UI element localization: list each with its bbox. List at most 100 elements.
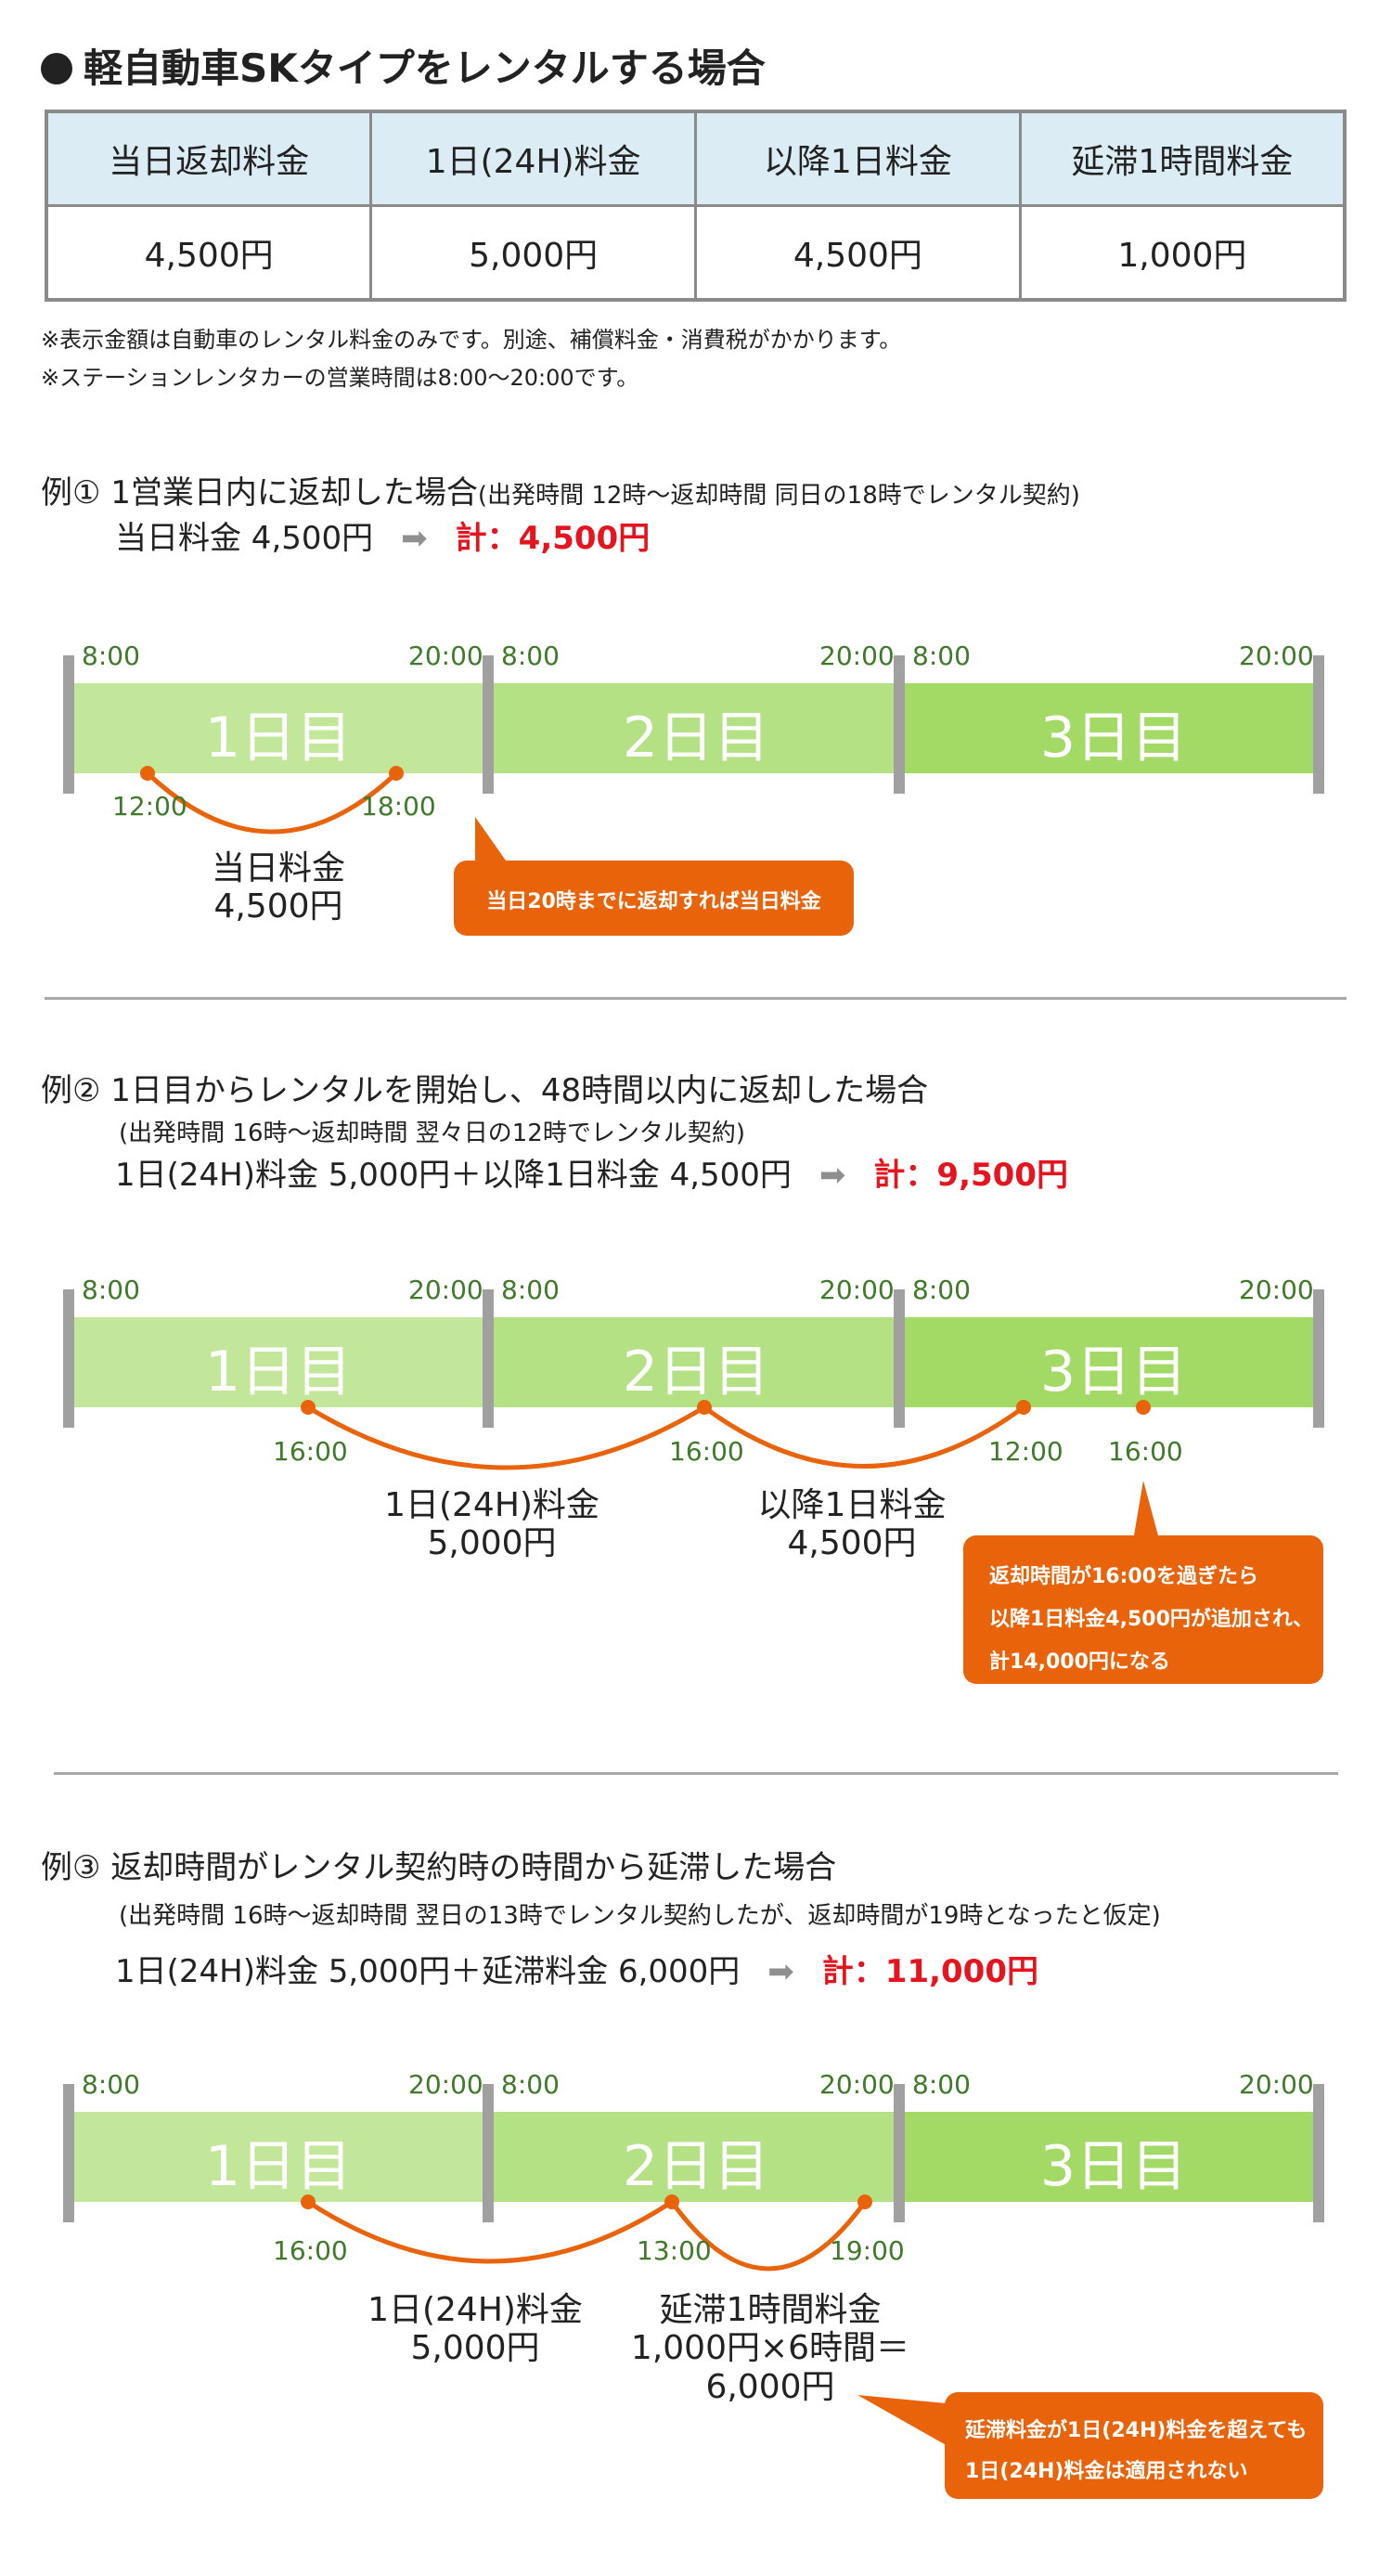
table-header: 1日(24H)料金 <box>369 110 697 207</box>
table-header: 以降1日料金 <box>694 110 1022 207</box>
fee-caption-line: 延滞1時間料金 <box>659 2291 882 2329</box>
open-time-label: 8:00 <box>501 1275 560 1305</box>
open-time-label: 8:00 <box>82 1275 140 1305</box>
rental-period-arc <box>306 1405 706 1470</box>
example2-subheading: (出発時間 16時〜返却時間 翌々日の12時でレンタル契約) <box>119 1120 745 1147</box>
example1-heading-text: 例① 1営業日内に返却した場合 <box>41 474 478 511</box>
close-time-label: 20:00 <box>819 1275 895 1305</box>
time-marker-dot <box>389 766 404 781</box>
table-cell: 4,500円 <box>45 204 373 302</box>
time-label: 19:00 <box>830 2235 905 2266</box>
day-label: 1日目 <box>204 1340 353 1405</box>
callout-line: 1日(24H)料金は適用されない <box>965 2460 1248 2483</box>
callout-line: 以降1日料金4,500円が追加され、 <box>989 1608 1314 1631</box>
time-label: 12:00 <box>988 1436 1063 1467</box>
time-label: 16:00 <box>273 1436 348 1467</box>
example2-heading: 例② 1日目からレンタルを開始し、48時間以内に返却した場合 <box>41 1072 929 1109</box>
callout-line: 返却時間が16:00を過ぎたら <box>989 1565 1259 1588</box>
time-label: 12:00 <box>112 791 187 822</box>
close-time-label: 20:00 <box>408 2069 483 2100</box>
business-hours-boundary <box>894 2084 905 2222</box>
time-marker-dot <box>857 2194 872 2209</box>
time-label: 16:00 <box>1108 1436 1183 1467</box>
day-label: 3日目 <box>1039 1340 1188 1405</box>
page-title-text: 軽自動車SKタイプをレンタルする場合 <box>84 45 766 91</box>
table-cell: 1,000円 <box>1018 204 1347 302</box>
business-hours-boundary <box>894 655 905 794</box>
day-label: 3日目 <box>1039 2134 1188 2199</box>
fee-caption-line: 6,000円 <box>705 2367 835 2406</box>
day-label: 3日目 <box>1039 705 1188 770</box>
day-label: 1日目 <box>204 2134 353 2199</box>
table-header: 当日返却料金 <box>45 110 373 207</box>
fee-caption-line: 5,000円 <box>427 1524 557 1563</box>
business-hours-boundary <box>63 1289 74 1428</box>
fee-caption-line: 1日(24H)料金 <box>367 2291 583 2329</box>
fee-caption-line: 以降1日料金 <box>757 1486 947 1524</box>
table-row: 4,500円 5,000円 4,500円 1,000円 <box>45 204 1347 302</box>
callout-pointer <box>475 817 506 861</box>
close-time-label: 20:00 <box>819 2069 895 2100</box>
callout-line: 延滞料金が1日(24H)料金を超えても <box>965 2419 1308 2442</box>
note-hours: ※ステーションレンタカーの営業時間は8:00〜20:00です。 <box>41 365 639 391</box>
fee-caption-line: 4,500円 <box>787 1524 917 1563</box>
open-time-label: 8:00 <box>501 641 560 671</box>
fee-caption-line: 1日(24H)料金 <box>384 1486 599 1524</box>
fee-caption-line: 1,000円×6時間＝ <box>630 2329 910 2368</box>
open-time-label: 8:00 <box>912 641 971 671</box>
time-label: 16:00 <box>669 1436 744 1467</box>
callout-line: 当日20時までに返却すれば当日料金 <box>486 890 821 913</box>
arrow-right-icon: ➡ <box>401 520 428 557</box>
open-time-label: 8:00 <box>82 2069 140 2100</box>
business-hours-boundary <box>1313 2084 1324 2222</box>
page-title: 軽自動車SKタイプをレンタルする場合 <box>41 37 766 94</box>
open-time-label: 8:00 <box>912 2069 971 2100</box>
close-time-label: 20:00 <box>1239 2069 1314 2100</box>
example1-calc: 当日料金 4,500円 ➡ 計：4,500円 <box>115 512 650 558</box>
bullet-icon <box>41 53 72 84</box>
calc-text: 1日(24H)料金 5,000円＋以降1日料金 4,500円 <box>115 1157 792 1194</box>
fee-table: 当日返却料金 1日(24H)料金 以降1日料金 延滞1時間料金 4,500円 5… <box>45 110 1347 302</box>
open-time-label: 8:00 <box>912 1275 971 1305</box>
day-label: 2日目 <box>622 2134 770 2199</box>
business-hours-boundary <box>483 2084 494 2222</box>
business-hours-boundary <box>483 1289 494 1428</box>
calc-text: 当日料金 4,500円 <box>115 520 374 557</box>
open-time-label: 8:00 <box>501 2069 560 2100</box>
business-hours-boundary <box>483 655 494 794</box>
close-time-label: 20:00 <box>819 641 895 671</box>
calc-text: 1日(24H)料金 5,000円＋延滞料金 6,000円 <box>115 1953 741 1990</box>
fee-caption-line: 5,000円 <box>410 2329 540 2368</box>
time-marker-dot <box>1016 1400 1031 1415</box>
time-label: 18:00 <box>361 791 436 822</box>
business-hours-boundary <box>63 655 74 794</box>
business-hours-boundary <box>63 2084 74 2222</box>
note-tax: ※表示金額は自動車のレンタル料金のみです。別途、補償料金・消費税がかかります。 <box>41 327 902 353</box>
table-cell: 5,000円 <box>369 204 697 302</box>
divider <box>45 997 1347 1000</box>
example1-heading: 例① 1営業日内に返却した場合(出発時間 12時〜返却時間 同日の18時でレンタ… <box>41 467 1080 512</box>
example2-calc: 1日(24H)料金 5,000円＋以降1日料金 4,500円 ➡ 計：9,500円 <box>115 1149 1068 1195</box>
callout-pointer <box>1134 1481 1158 1535</box>
example3-calc: 1日(24H)料金 5,000円＋延滞料金 6,000円➡計：11,000円 <box>115 1946 1038 1991</box>
business-hours-boundary <box>1313 1289 1324 1428</box>
divider <box>54 1772 1338 1775</box>
callout-line: 計14,000円になる <box>989 1650 1170 1674</box>
close-time-label: 20:00 <box>1239 641 1314 671</box>
table-header-row: 当日返却料金 1日(24H)料金 以降1日料金 延滞1時間料金 <box>45 110 1347 207</box>
table-header: 延滞1時間料金 <box>1018 110 1347 207</box>
callout: 延滞料金が1日(24H)料金を超えても 1日(24H)料金は適用されない <box>945 2392 1323 2499</box>
total-amount: 計：9,500円 <box>873 1157 1068 1194</box>
close-time-label: 20:00 <box>408 1275 483 1305</box>
time-label: 13:00 <box>637 2235 712 2266</box>
total-amount: 計：4,500円 <box>455 520 651 557</box>
open-time-label: 8:00 <box>82 641 140 671</box>
time-marker-dot <box>140 766 155 781</box>
rental-period-arc <box>702 1405 1025 1469</box>
arrow-right-icon: ➡ <box>767 1953 794 1990</box>
fee-caption-line: 4,500円 <box>213 887 343 926</box>
arrow-right-icon: ➡ <box>818 1157 846 1194</box>
business-hours-boundary <box>894 1289 905 1428</box>
